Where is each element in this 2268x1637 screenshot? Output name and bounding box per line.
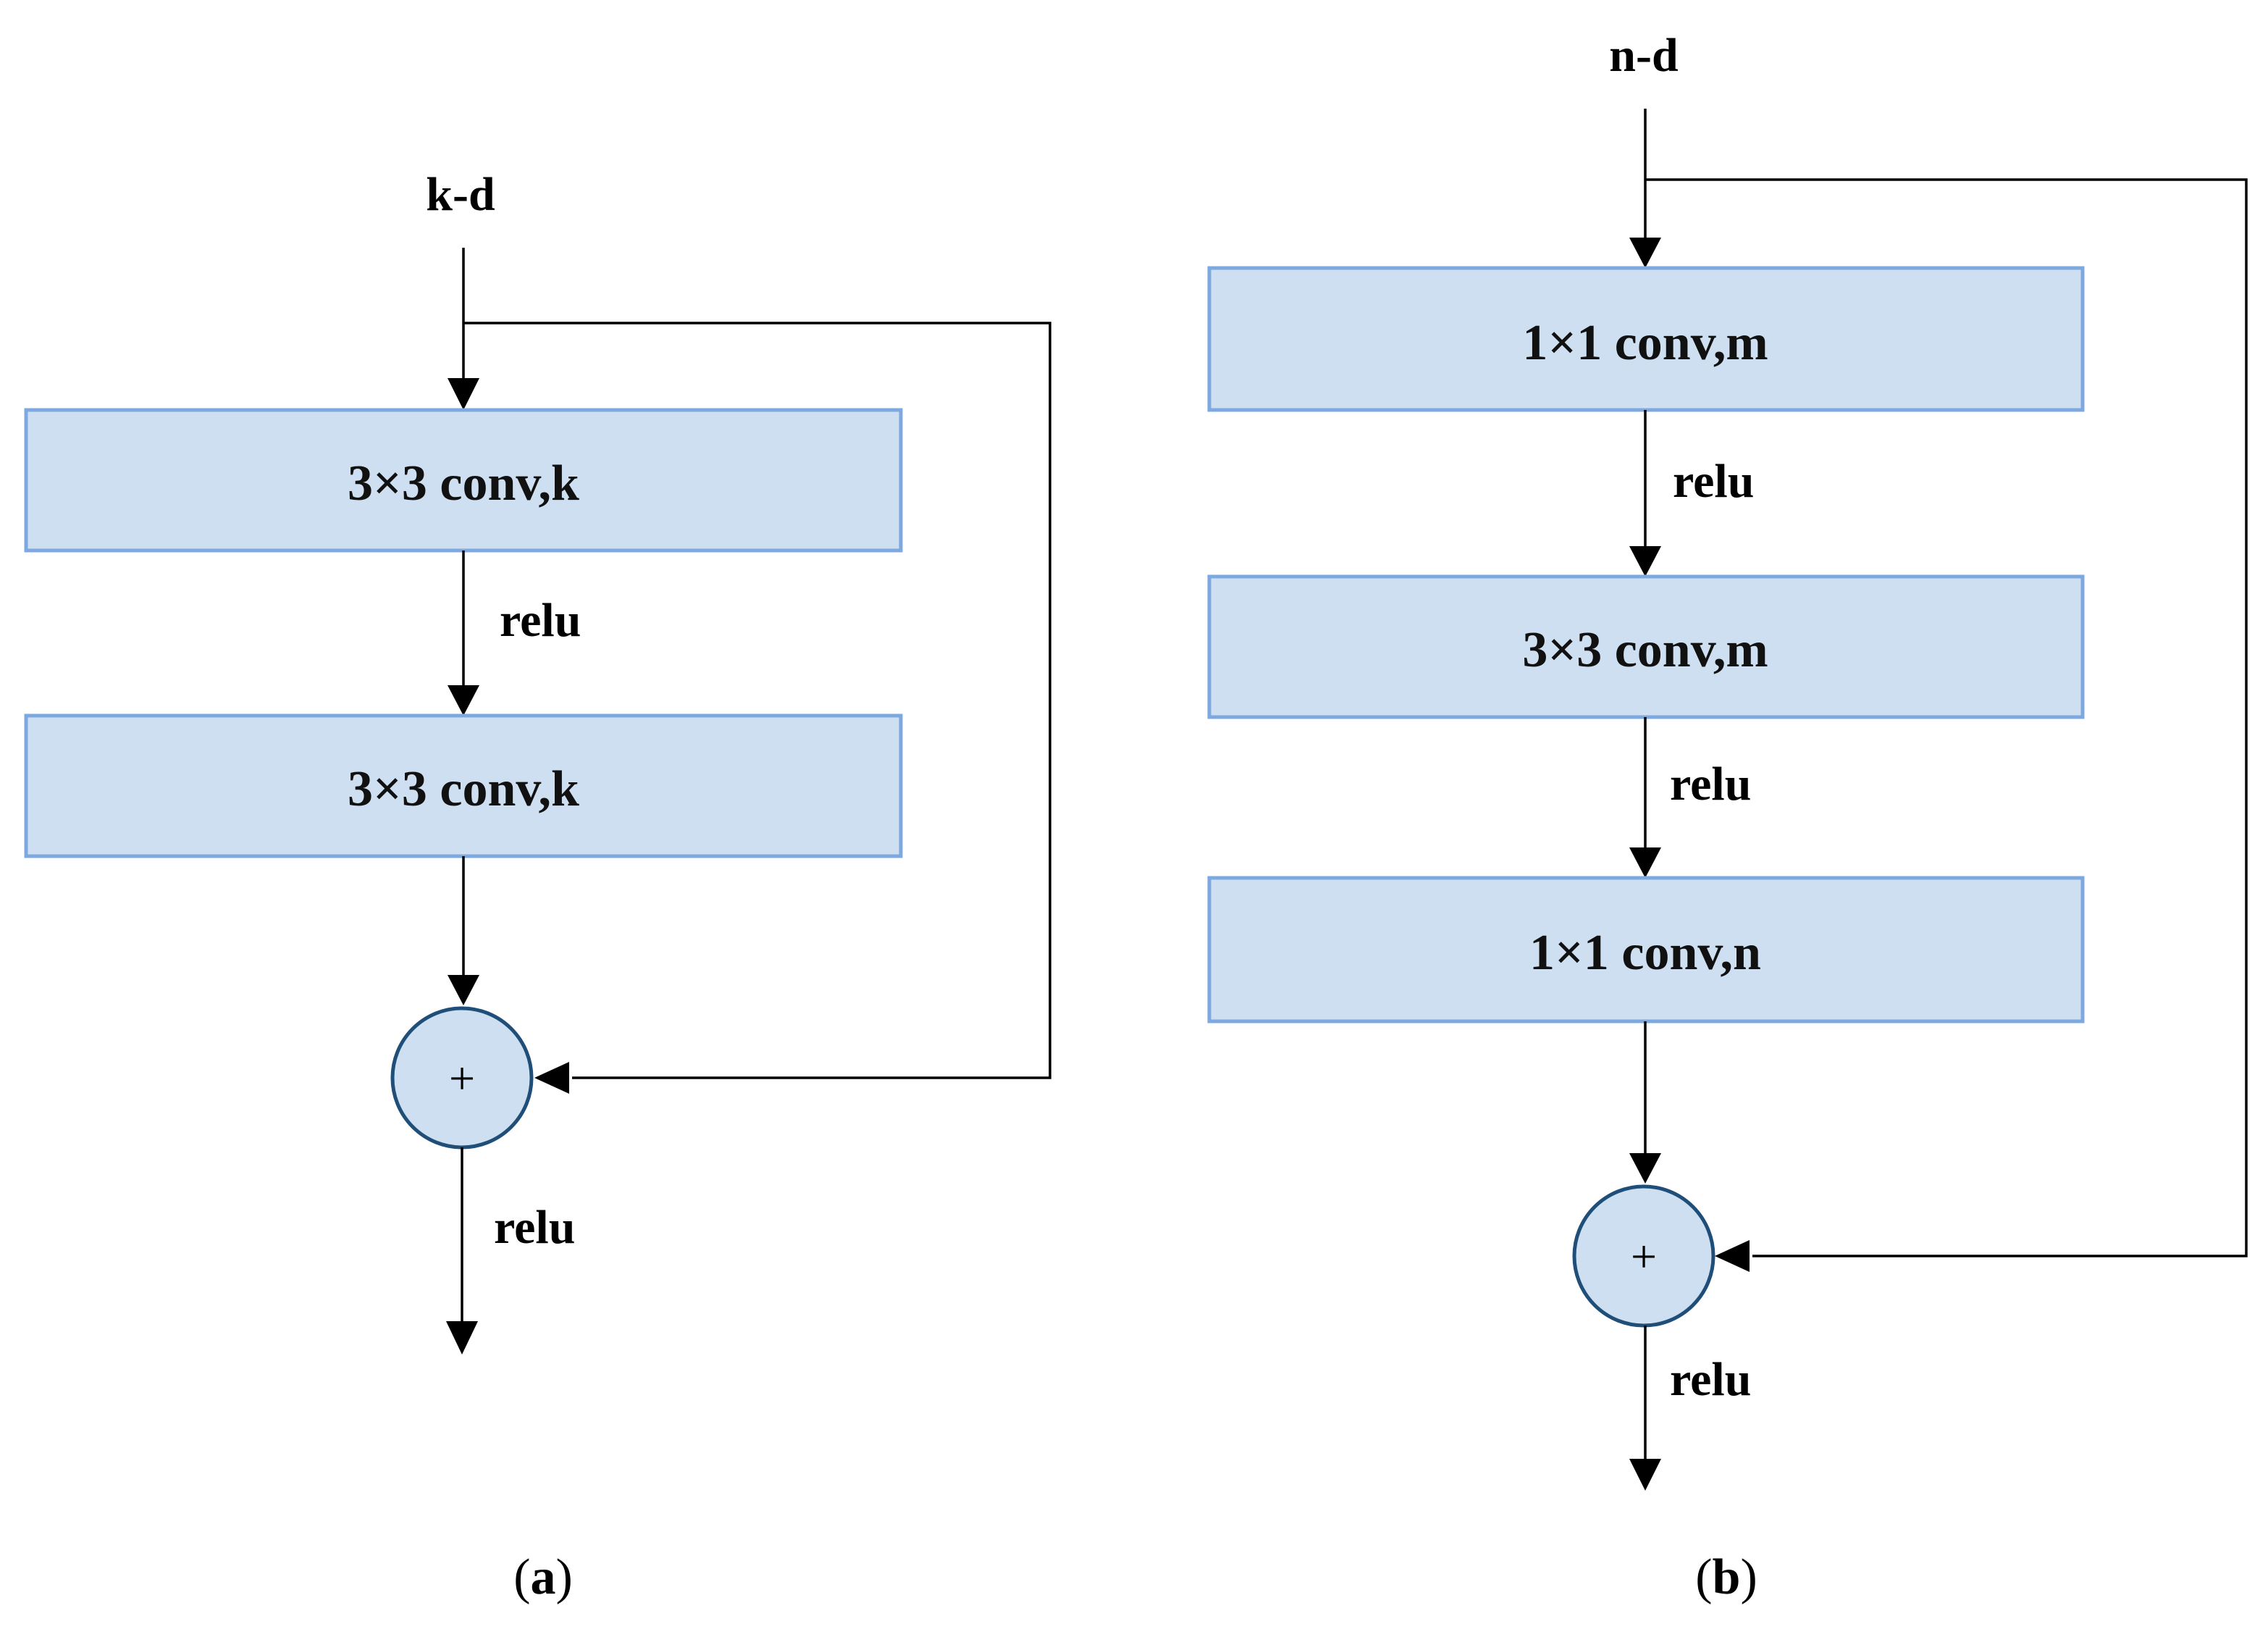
relu-label-b-1: relu	[1673, 455, 1754, 508]
conv-block-b-2-label: 3×3 conv,m	[1522, 622, 1768, 678]
arrowhead-b-1	[1629, 238, 1661, 268]
caption-b: (b)	[1695, 1549, 1757, 1605]
caption-b-close: )	[1740, 1549, 1757, 1605]
caption-b-open: (	[1695, 1549, 1712, 1605]
conv-block-a-1	[24, 408, 903, 553]
plus-icon-a: +	[449, 1052, 475, 1104]
skip-connection-b	[1645, 178, 2248, 1257]
input-label-b: n-d	[1609, 29, 1678, 82]
conv-block-a-1-label: 3×3 conv,k	[348, 456, 579, 511]
skip-connection-a	[463, 322, 1051, 1079]
arrowhead-a-4	[446, 1321, 478, 1355]
arrowhead-b-4	[1629, 1153, 1661, 1184]
input-label-a: k-d	[426, 168, 495, 221]
caption-a: (a)	[513, 1549, 573, 1605]
arrowhead-skip-b	[1715, 1240, 1750, 1272]
arrowhead-a-3	[448, 975, 479, 1005]
arrowhead-skip-a	[534, 1062, 569, 1094]
conv-block-a-2	[24, 713, 903, 858]
caption-a-open: (	[513, 1549, 530, 1605]
relu-label-b-3: relu	[1670, 1353, 1751, 1406]
caption-a-letter: a	[531, 1549, 556, 1605]
caption-b-letter: b	[1713, 1549, 1741, 1605]
conv-block-a-2-label: 3×3 conv,k	[348, 761, 579, 817]
relu-label-a-2: relu	[494, 1201, 575, 1254]
arrowhead-b-3	[1629, 847, 1661, 878]
conv-block-b-1-label: 1×1 conv,m	[1522, 315, 1768, 371]
relu-label-b-2: relu	[1670, 758, 1751, 811]
conv-block-b-2	[1207, 574, 2085, 719]
caption-a-close: )	[556, 1549, 573, 1605]
arrowhead-b-5	[1629, 1459, 1661, 1491]
arrowhead-b-2	[1629, 546, 1661, 577]
conv-block-b-3-label: 1×1 conv,n	[1529, 925, 1761, 981]
sum-node-b	[1572, 1184, 1715, 1328]
relu-label-a-1: relu	[500, 594, 581, 647]
arrowhead-a-1	[448, 378, 479, 410]
diagram-b: n-d 1×1 conv,m relu 3×3 conv,m relu 1×1 …	[1207, 29, 2248, 1605]
plus-icon-b: +	[1631, 1231, 1657, 1282]
diagram-a: k-d 3×3 conv,k relu 3×3 conv,k + relu (a…	[24, 168, 1051, 1605]
arrowhead-a-2	[448, 685, 479, 716]
